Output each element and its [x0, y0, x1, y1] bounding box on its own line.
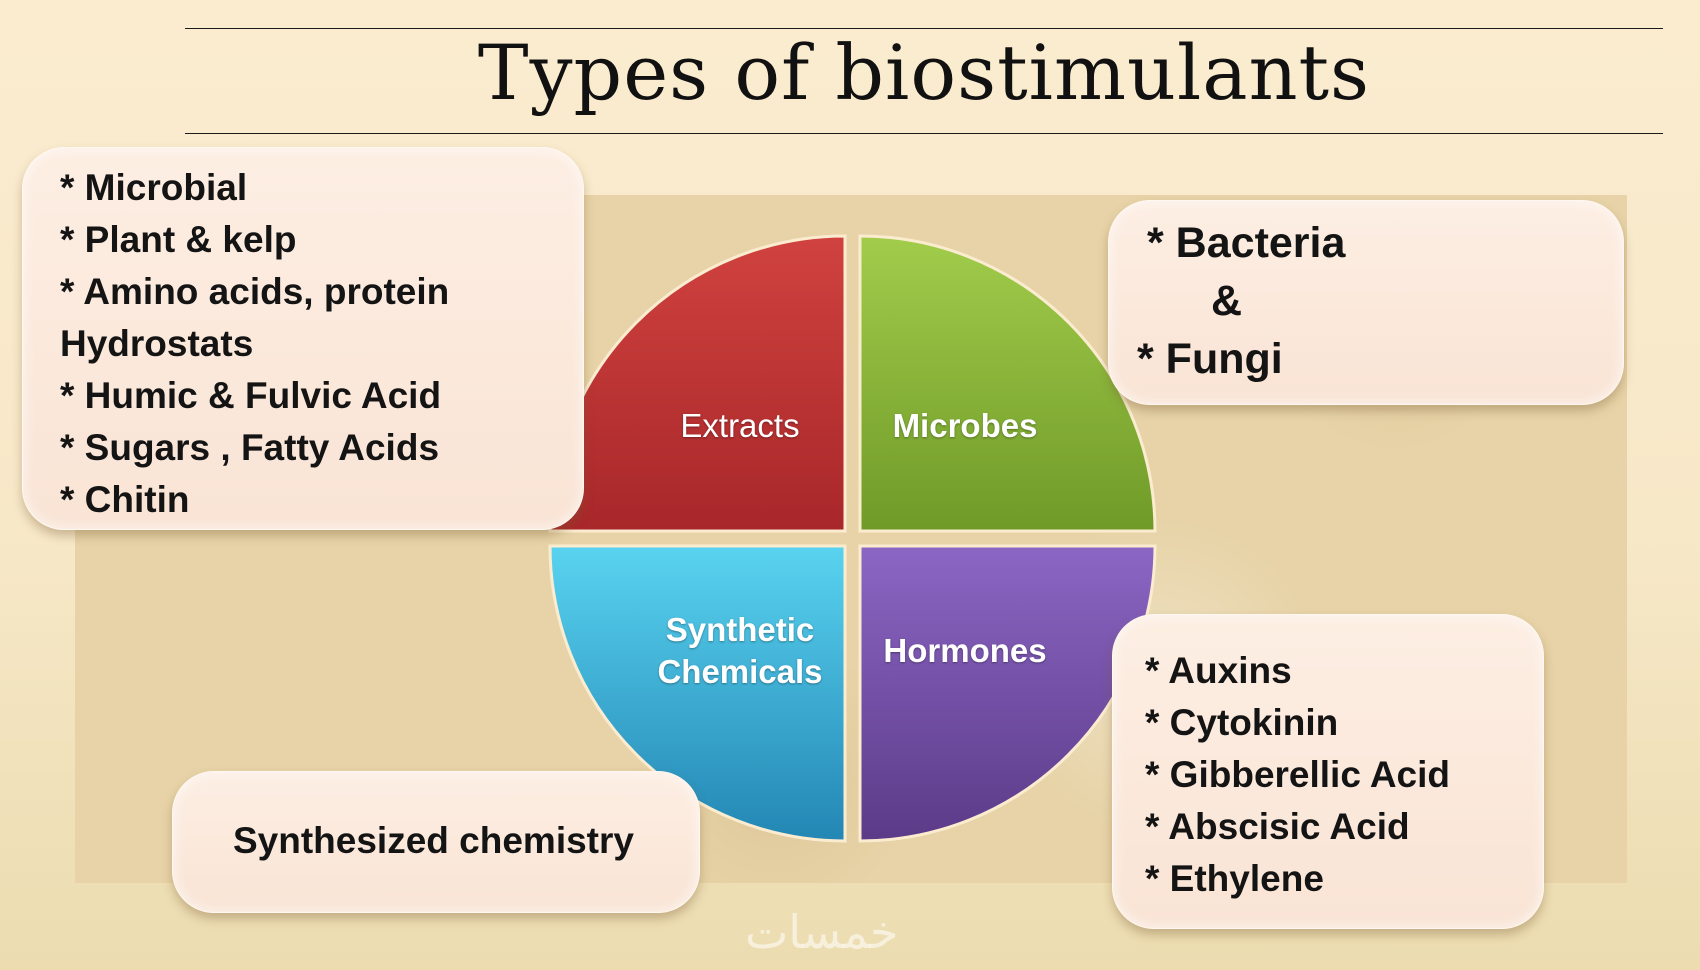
list-item: * Plant & kelp	[60, 219, 297, 260]
list-item: * Auxins	[1145, 650, 1292, 691]
label-hormones: Hormones	[883, 632, 1047, 669]
list-item: * Sugars , Fatty Acids	[60, 427, 440, 468]
label-synthetic-line1: Synthetic	[665, 611, 815, 648]
synthetic-text: Synthesized chemistry	[233, 820, 634, 861]
label-synthetic-line2: Chemicals	[657, 653, 823, 690]
label-microbes: Microbes	[892, 407, 1038, 444]
page-title: Types of biostimulants	[477, 28, 1371, 117]
list-item: * Gibberellic Acid	[1145, 754, 1450, 795]
hormones-list: * Auxins * Cytokinin * Gibberellic Acid …	[1145, 645, 1543, 905]
list-item: * Cytokinin	[1145, 702, 1339, 743]
watermark: خمسات	[745, 905, 899, 959]
extracts-list: * Microbial * Plant & kelp * Amino acids…	[60, 162, 583, 526]
list-item: * Microbial	[60, 167, 248, 208]
quadrant-synthetic	[548, 544, 847, 843]
microbes-box: * Bacteria & * Fungi	[1108, 200, 1624, 405]
hormones-box: * Auxins * Cytokinin * Gibberellic Acid …	[1112, 614, 1544, 929]
quadrant-extracts	[548, 234, 847, 533]
title-top-rule	[185, 28, 1663, 29]
list-item: * Humic & Fulvic Acid	[60, 375, 442, 416]
title-bottom-rule	[185, 133, 1663, 134]
list-item: * Chitin	[60, 479, 190, 520]
quadrant-hormones	[858, 544, 1157, 843]
list-item: * Abscisic Acid	[1145, 806, 1410, 847]
extracts-box: * Microbial * Plant & kelp * Amino acids…	[22, 147, 584, 530]
microbes-line-fungi: * Fungi	[1137, 335, 1283, 383]
label-extracts: Extracts	[680, 407, 800, 444]
list-item: * Amino acids, protein	[60, 271, 450, 312]
quadrant-microbes	[858, 234, 1157, 533]
list-item: Hydrostats	[60, 323, 254, 364]
microbes-line-and: &	[1211, 277, 1243, 325]
label-synthetic: Synthetic Chemicals	[640, 609, 840, 693]
list-item: * Ethylene	[1145, 858, 1324, 899]
microbes-line-bacteria: * Bacteria	[1147, 219, 1346, 267]
synthetic-box: Synthesized chemistry	[172, 771, 700, 913]
